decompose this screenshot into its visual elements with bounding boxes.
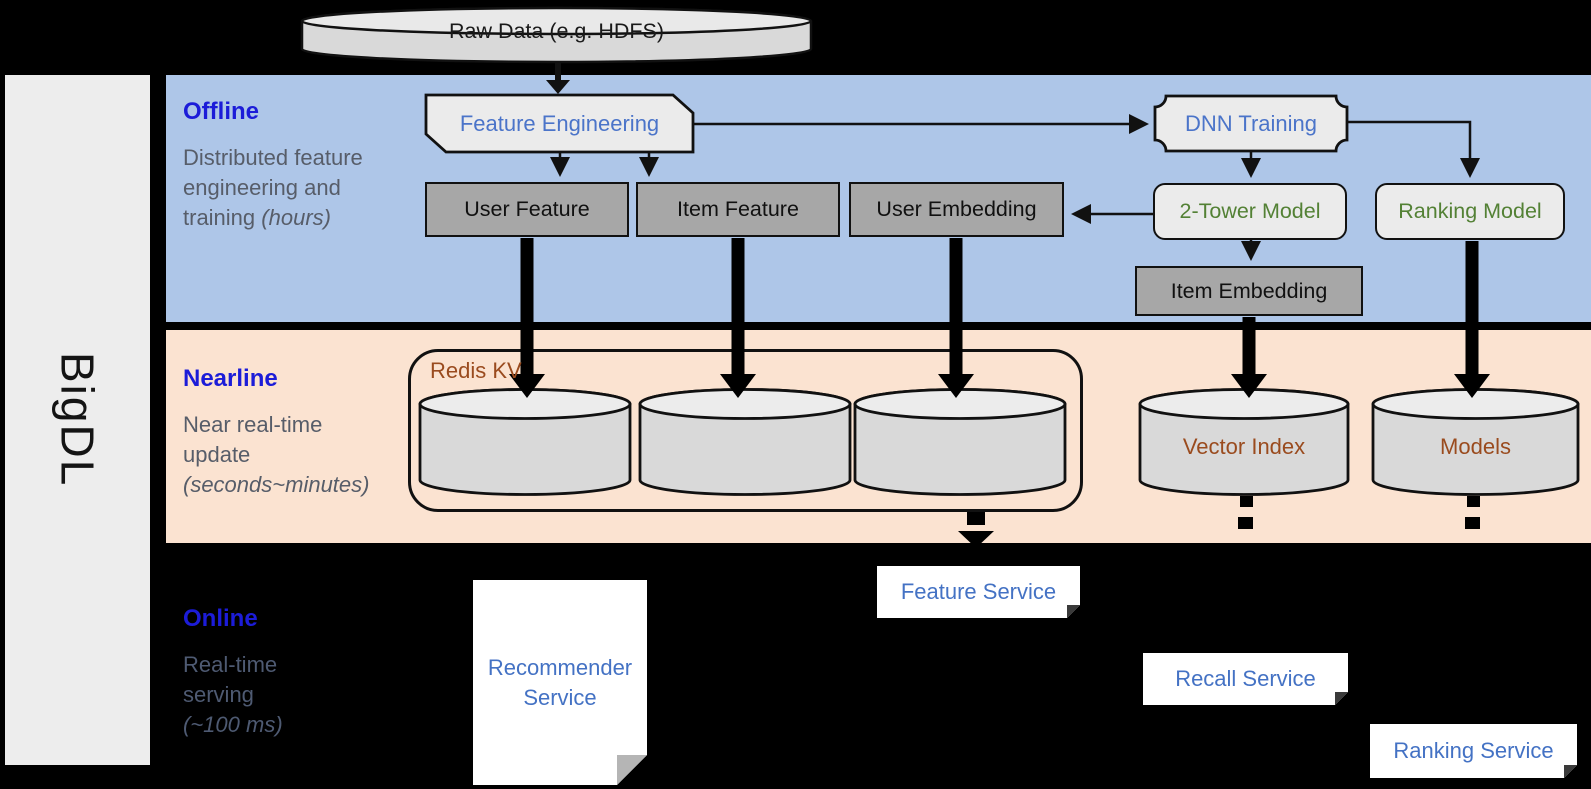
offline-desc-detail: (hours)	[261, 204, 331, 230]
nearline-desc-detail: (seconds~minutes)	[183, 471, 370, 497]
item-feature-node: Item Feature	[636, 182, 840, 237]
offline-desc-text: Distributed feature engineering and trai…	[183, 145, 363, 230]
ranking-service-label: Ranking Service	[1393, 738, 1554, 763]
user-embedding-node: User Embedding	[849, 182, 1064, 237]
recall-service-label: Recall Service	[1175, 666, 1316, 691]
online-desc-text: Real-time serving	[183, 652, 278, 707]
models-label: Models	[1440, 434, 1511, 459]
bigdl-sidebar: BigDL	[5, 75, 150, 765]
recall-service-node: Recall Service	[1143, 653, 1348, 705]
nearline-desc-text: Near real-time update	[183, 412, 323, 467]
ranking-service-fold	[1564, 765, 1577, 778]
feature-service-fold	[1067, 605, 1080, 618]
feature-engineering-node: Feature Engineering	[459, 110, 660, 136]
redis-kv-container	[408, 349, 1083, 512]
recommender-service-node: Recommender Service	[473, 580, 647, 785]
offline-title: Offline	[183, 98, 259, 125]
two-tower-model-node: 2-Tower Model	[1153, 183, 1347, 240]
redis-kv-label: Redis KV	[430, 358, 522, 383]
ranking-model-node: Ranking Model	[1375, 183, 1565, 240]
bigdl-logo-text: BigDL	[51, 352, 104, 488]
recall-service-fold	[1335, 692, 1348, 705]
nearline-title: Nearline	[183, 365, 278, 392]
feature-service-node: Feature Service	[877, 566, 1080, 618]
online-desc-detail: (~100 ms)	[183, 711, 283, 737]
vector-index-label: Vector Index	[1182, 434, 1306, 459]
online-title: Online	[183, 605, 258, 632]
offline-description: Distributed feature engineering and trai…	[183, 143, 373, 233]
feature-service-label: Feature Service	[900, 579, 1057, 604]
recommender-service-label: Recommender Service	[487, 654, 633, 710]
online-description: Real-time serving (~100 ms)	[183, 650, 308, 740]
recommender-service-fold	[617, 755, 647, 785]
user-feature-node: User Feature	[425, 182, 629, 237]
ranking-service-node: Ranking Service	[1370, 724, 1577, 778]
raw-data-label: Raw Data (e.g. HDFS)	[448, 19, 665, 43]
dnn-training-node: DNN Training	[1184, 110, 1318, 136]
nearline-description: Near real-time update (seconds~minutes)	[183, 410, 388, 500]
item-embedding-node: Item Embedding	[1135, 266, 1363, 316]
